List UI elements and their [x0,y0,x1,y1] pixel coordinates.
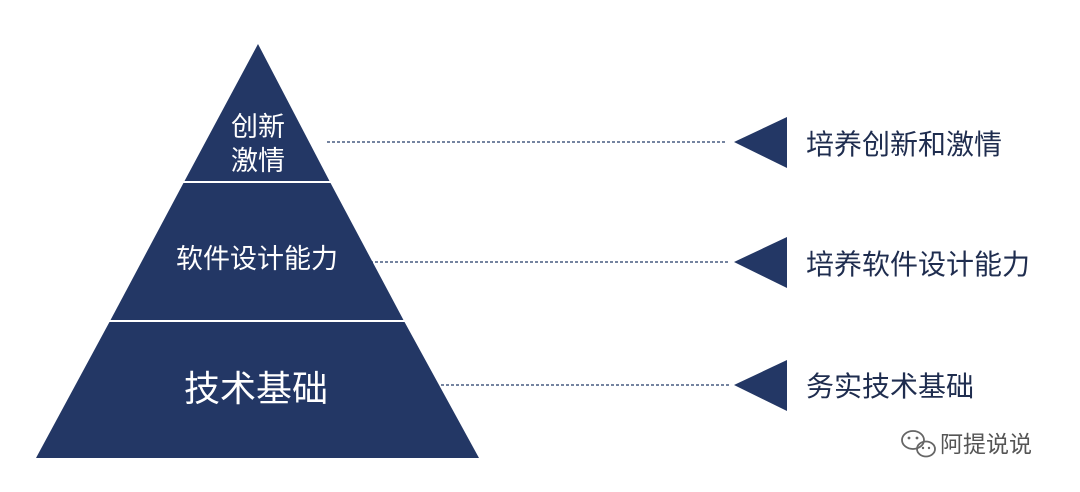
arrow-marker-software-design [734,237,787,288]
watermark: 阿提说说 [901,430,1032,458]
arrow-marker-innovation [734,117,787,168]
wechat-icon [901,430,936,458]
tier-label-innovation-line-2: 激情 [231,146,285,177]
pyramid-tier-top [184,44,330,182]
tier-label-innovation-line-1: 创新 [231,112,285,143]
tier-label-tech-foundation: 技术基础 [184,369,328,410]
pyramid [36,44,479,458]
watermark-text: 阿提说说 [940,432,1032,458]
tier-label-software-design: 软件设计能力 [176,244,338,275]
goal-label-software-design: 培养软件设计能力 [806,248,1030,281]
pyramid-tier-bottom [36,321,479,458]
arrow-marker-tech-foundation [734,360,787,411]
goal-label-tech-foundation: 务实技术基础 [806,370,974,403]
pyramid-tier-middle [110,182,404,321]
goal-label-innovation: 培养创新和激情 [806,128,1002,161]
